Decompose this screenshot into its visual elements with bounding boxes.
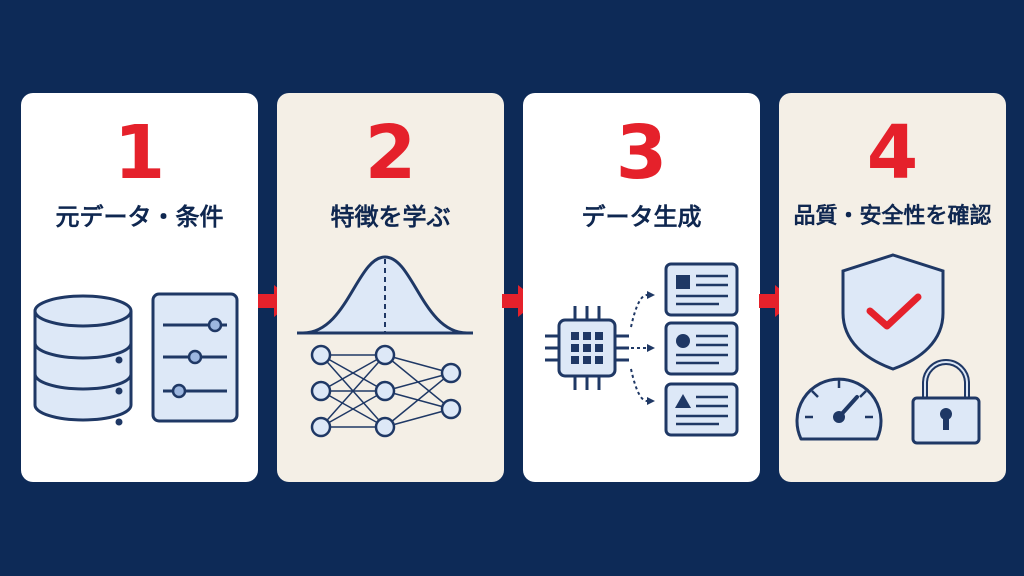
bell-curve-icon [297,255,473,335]
generated-data-card-icon [664,321,739,376]
step-title: データ生成 [581,203,702,231]
flow-arrow-1 [258,285,294,317]
padlock-icon [911,359,981,445]
step-title: 元データ・条件 [55,203,224,231]
gauge-icon [795,377,883,441]
database-icon [33,294,133,426]
step-number: 1 [113,110,166,196]
neural-network-icon [310,344,462,438]
step-2-illustration [297,255,473,438]
step-number: 4 [866,110,919,196]
step-card-2: 2 特徴を学ぶ [277,93,504,482]
generated-data-card-icon [664,382,739,437]
shield-check-icon [841,253,945,371]
step-number: 2 [364,110,417,196]
step-card-4: 4 品質・安全性を確認 [779,93,1006,482]
generated-data-card-icon [664,262,739,317]
step-1-illustration [33,292,239,426]
step-number: 3 [615,110,668,196]
step-title: 特徴を学ぶ [330,203,451,231]
dotted-connector [630,294,648,402]
step-4-illustration [795,253,981,445]
processor-chip-icon [545,306,629,390]
step-card-1: 1 元データ・条件 [21,93,258,482]
step-title: 品質・安全性を確認 [793,204,992,229]
flow-arrow-2 [502,285,538,317]
step-3-illustration [545,262,739,437]
settings-sliders-icon [151,292,239,423]
step-card-3: 3 データ生成 [523,93,760,482]
flow-arrow-3 [759,285,795,317]
